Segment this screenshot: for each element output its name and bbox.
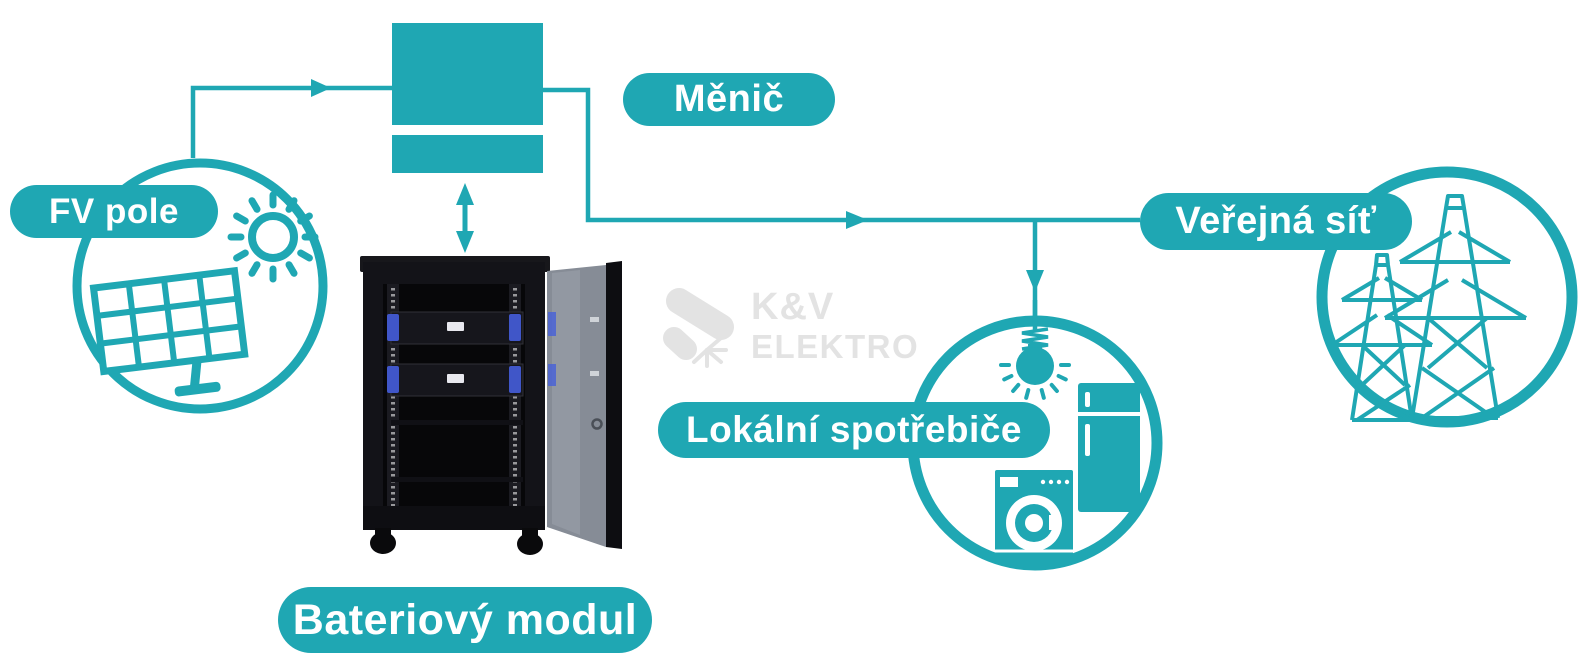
- bulb-rays: [999, 363, 1071, 400]
- pv-array-node: [72, 158, 328, 414]
- watermark-logo-icon: [663, 288, 734, 368]
- unit-display: [447, 374, 464, 383]
- connectors: [190, 79, 1140, 318]
- unit-display: [447, 322, 464, 331]
- battery-unit-1: [387, 311, 524, 345]
- caster-wheel-left: [370, 532, 396, 554]
- battery-rack-image: [360, 256, 622, 555]
- light-bulb-icon: [999, 300, 1071, 400]
- arrowhead-inverter-to-grid: [846, 211, 868, 229]
- fridge-icon: [1078, 383, 1140, 512]
- washing-machine-icon: [995, 470, 1073, 562]
- logo-hand-bar: [663, 327, 697, 360]
- logo-plug-bar: [666, 288, 734, 340]
- label-pill-lokalni-spotrebice: Lokální spotřebiče: [658, 402, 1050, 458]
- watermark-brand-line2: ELEKTRO: [751, 328, 920, 365]
- caster-wheel-right: [517, 533, 543, 555]
- arrowhead-pv-to-inverter: [311, 79, 331, 97]
- label-pill-bateriovy-modul: Bateriový modul: [278, 587, 652, 653]
- label-pill-menic: Měnič: [623, 73, 835, 126]
- door-lock: [591, 418, 603, 430]
- door-frame-edge: [606, 261, 622, 549]
- rack-shelf: [391, 477, 523, 482]
- rack-base: [363, 506, 545, 530]
- bulb-coil: [1021, 327, 1049, 351]
- logo-spark: [692, 336, 728, 368]
- power-pylon-small-icon: [1330, 253, 1434, 422]
- connector-inverter-battery-double-arrow: [456, 183, 474, 253]
- inverter-bottom-block: [392, 135, 543, 173]
- arrowhead-down: [456, 231, 474, 253]
- solar-panel-icon: [89, 266, 249, 397]
- watermark-text: K&V ELEKTRO: [751, 288, 919, 368]
- sun-icon: [227, 191, 319, 283]
- watermark: K&V ELEKTRO: [663, 288, 919, 368]
- local-appliances-node: [907, 300, 1163, 571]
- inverter-top-block: [392, 23, 543, 125]
- rack-shelf: [391, 420, 523, 425]
- arrowhead-up: [456, 183, 474, 205]
- rack-open-door: [547, 261, 622, 549]
- label-pill-verejna-sit: Veřejná síť: [1140, 193, 1412, 250]
- label-pill-fv-pole: FV pole: [10, 185, 218, 238]
- connector-pv-to-inverter: [190, 85, 392, 158]
- battery-unit-2: [387, 363, 524, 397]
- watermark-brand-line1: K&V: [751, 286, 835, 328]
- arrowhead-branch-to-appliances: [1026, 270, 1044, 292]
